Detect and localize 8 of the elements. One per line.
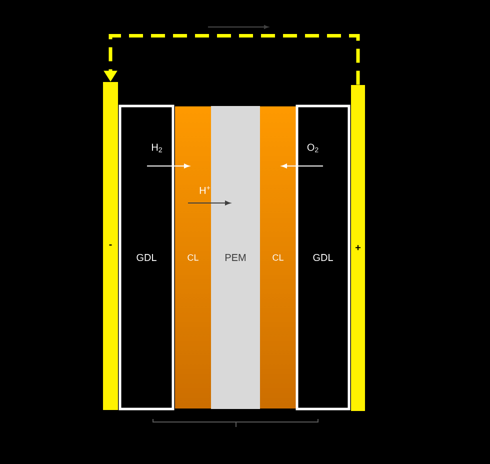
catalyst-layer: CL [272,254,284,261]
gas-label: H$_{2}$ [152,144,162,152]
catalyst-layer: CL [188,254,198,261]
gas-label: H$^{+}$ [200,186,210,194]
electrode-bar: - [103,82,118,410]
gas-label: O$_{2}$ [307,144,318,152]
membrane-layer: PEM [211,106,260,409]
electrode-bar: + [351,85,365,411]
